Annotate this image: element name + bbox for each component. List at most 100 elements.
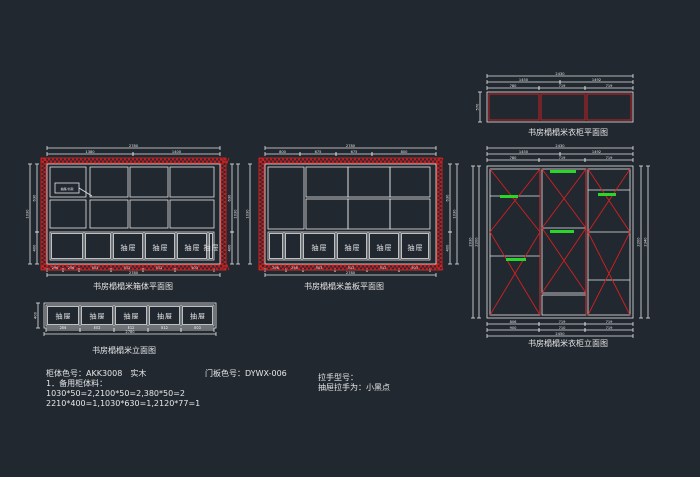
drawer-label: 抽 xyxy=(124,312,131,321)
dim-bottom-total: 2780 xyxy=(129,271,139,275)
front-drawers-panel xyxy=(47,306,79,325)
dim-wardrobe-bottom: 900 xyxy=(510,326,518,330)
cabinet-compartment xyxy=(89,166,129,198)
note-line3: 2210*400=1,1030*630=1,2120*77=1 xyxy=(46,399,201,408)
note-line1: 1．备用柜体料： xyxy=(46,379,108,388)
dim-wardrobe-bottom: 719 xyxy=(606,320,614,324)
front-drawers-panel xyxy=(182,306,213,325)
dim-total-width: 2780 xyxy=(346,144,356,148)
drawer-label: 屉 xyxy=(132,313,139,321)
drawer-label: 抽 xyxy=(56,312,63,321)
door-plan-border-outer xyxy=(258,157,443,271)
drawer-label: 屉 xyxy=(165,313,172,321)
cabinet-plan-border-inner xyxy=(45,162,222,266)
dim-front: 503 xyxy=(194,326,201,330)
door-swing xyxy=(489,231,541,316)
door-swing xyxy=(541,168,587,229)
door-drawers-panel xyxy=(337,233,367,259)
dim-height: 1030 xyxy=(26,209,30,219)
dim-bottom: 296 xyxy=(272,266,280,270)
dim-wardrobe-height: 2200 xyxy=(475,237,479,247)
dim-height: 1030 xyxy=(246,209,250,219)
dim-wardrobe-bottom: 806 xyxy=(510,320,518,324)
cabinet-drawers-frame xyxy=(49,231,215,261)
dim-wardrobe-height: 2030 xyxy=(469,237,473,247)
title-wardrobe-plan: 书房榻榻米衣柜平面图 xyxy=(528,128,608,137)
dim-upper: 675 xyxy=(315,150,322,154)
door-swing xyxy=(541,227,587,294)
door-drawers-panel xyxy=(401,233,429,259)
cabinet-compartment xyxy=(129,166,169,198)
door-panel xyxy=(389,198,431,230)
dim-wardrobe-sub: 719 xyxy=(606,156,614,160)
dim-wardrobe-sub: 719 xyxy=(559,84,567,88)
dim-bottom: 503 xyxy=(191,266,198,270)
wardrobe-bay-left xyxy=(489,168,541,316)
callout-label: 抽屉/书架 xyxy=(60,186,73,191)
dim-side: 630 xyxy=(33,194,37,202)
dim-side: 400 xyxy=(228,244,232,252)
dim-bottom: 503 xyxy=(411,266,418,270)
note-body-color: 柜体色号：AKK3008 实木 xyxy=(46,369,147,378)
drawer-label: 屉 xyxy=(161,244,168,252)
wardrobe-bottom-drawer xyxy=(541,294,587,316)
wardrobe-elevation-frame xyxy=(486,165,634,319)
drawing-linework xyxy=(28,74,650,338)
title-front-elevation: 书房榻榻米立面图 xyxy=(92,346,156,355)
dim-wardrobe-bottom: 719 xyxy=(559,320,567,324)
dim-upper-left: 1380 xyxy=(85,150,95,154)
dim-side: 630 xyxy=(228,194,232,202)
door-swing xyxy=(587,168,631,233)
hanging-rail xyxy=(598,193,616,196)
cabinet-drawers-panel xyxy=(177,233,207,259)
door-drawers-panel xyxy=(269,233,283,259)
wardrobe-plan-bay xyxy=(540,93,586,121)
dim-wardrobe-height: 2340 xyxy=(644,237,648,247)
cabinet-drawers-panel xyxy=(145,233,175,259)
drawer-label: 屉 xyxy=(198,313,205,321)
cabinet-plan-border-hatch xyxy=(40,157,230,271)
door-swing xyxy=(587,231,631,316)
cabinet-compartment xyxy=(169,199,215,229)
dim-bottom: 503 xyxy=(92,266,99,270)
dim-upper: 800 xyxy=(279,150,287,154)
hanging-rail xyxy=(550,170,576,173)
drawer-label: 屉 xyxy=(320,244,327,252)
wardrobe-plan-bay xyxy=(586,93,632,121)
dim-bottom: 512 xyxy=(348,266,355,270)
dim-bottom: 296 xyxy=(52,266,60,270)
drawer-label: 抽 xyxy=(204,243,211,252)
dim-wardrobe-sub: 719 xyxy=(559,156,567,160)
dim-bottom: 503 xyxy=(316,266,323,270)
drawer-label: 屉 xyxy=(416,244,423,252)
dim-bottom: 256 xyxy=(291,266,299,270)
door-panel xyxy=(389,166,431,198)
dim-front: 256 xyxy=(60,326,68,330)
door-panel xyxy=(347,198,391,230)
dim-bottom-total: 2780 xyxy=(346,271,356,275)
hanging-rail xyxy=(550,230,574,233)
dim-bottom: 512 xyxy=(156,266,163,270)
dim-bottom: 512 xyxy=(380,266,387,270)
dim-total-width: 2780 xyxy=(129,144,139,148)
drawing-red-linework xyxy=(40,93,632,316)
dim-side: 400 xyxy=(446,244,450,252)
dim-bottom: 256 xyxy=(68,266,76,270)
drawing-green-marks xyxy=(500,170,616,261)
dim-upper-right: 1400 xyxy=(172,150,182,154)
door-panel xyxy=(267,166,305,230)
drawer-label: 抽 xyxy=(157,312,164,321)
title-cabinet-plan: 书房榻榻米箱体平面图 xyxy=(93,282,173,291)
dim-wardrobe-split: 1450 xyxy=(519,150,529,154)
cabinet-drawers-panel xyxy=(113,233,143,259)
door-drawers-panel xyxy=(369,233,399,259)
door-plan-frame xyxy=(264,163,437,265)
note-door-color: 门板色号：DYWX-006 xyxy=(205,369,287,378)
title-wardrobe-elevation: 书房榻榻米衣柜立面图 xyxy=(528,339,608,348)
door-panel xyxy=(305,198,349,230)
cabinet-drawers-panel xyxy=(51,233,83,259)
drawer-label: 抽 xyxy=(185,243,192,252)
dim-wardrobe-bottom: 710 xyxy=(559,326,567,330)
